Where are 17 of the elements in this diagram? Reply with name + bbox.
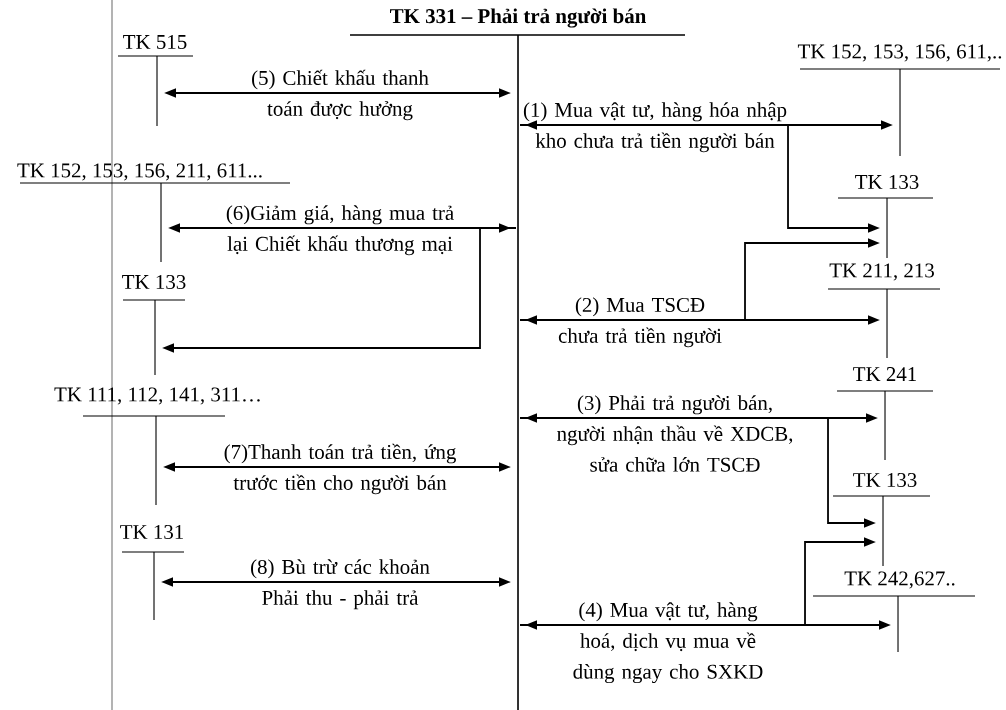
t-account: TK 133 [837,174,934,259]
t-account: TK 241 [836,367,934,461]
edge-label: (1) Mua vật tư, hàng hóa nhập kho chưa trả tiền người bán [523,102,787,153]
edge-label: (8) Bù trừ các khoản Phải thu - phải trả [251,559,430,610]
t-account: TK 133 [832,472,931,567]
edge-label: (5) Chiết khấu thanh toán được hưởng [252,69,429,121]
t-account: TK 152, 153, 156, 611,.. [797,44,1002,157]
edge-label: (6)Giảm giá, hàng mua trả lại Chiết khấu thương mại [226,205,454,256]
t-account: TK 131 [120,524,185,621]
t-account: TK 515 [117,35,194,127]
edge-label: (3) Phải trả người bán, người nhận thầu về XDCB, sửa chữa lớn TSCĐ [557,395,793,472]
edge-label: (2) Mua TSCĐ chưa trả tiền người [558,297,722,348]
edge-label: (7)Thanh toán trả tiền, ứng trước tiền cho người bán [224,443,456,495]
edge-label: (4) Mua vật tư, hàng hoá, dịch vụ mua về dùng ngay cho SXKD [573,602,763,684]
t-account: TK 211, 213 [827,263,941,359]
t-account: TK 133 [122,274,186,376]
t-account: TK 242,627.. [812,571,976,653]
